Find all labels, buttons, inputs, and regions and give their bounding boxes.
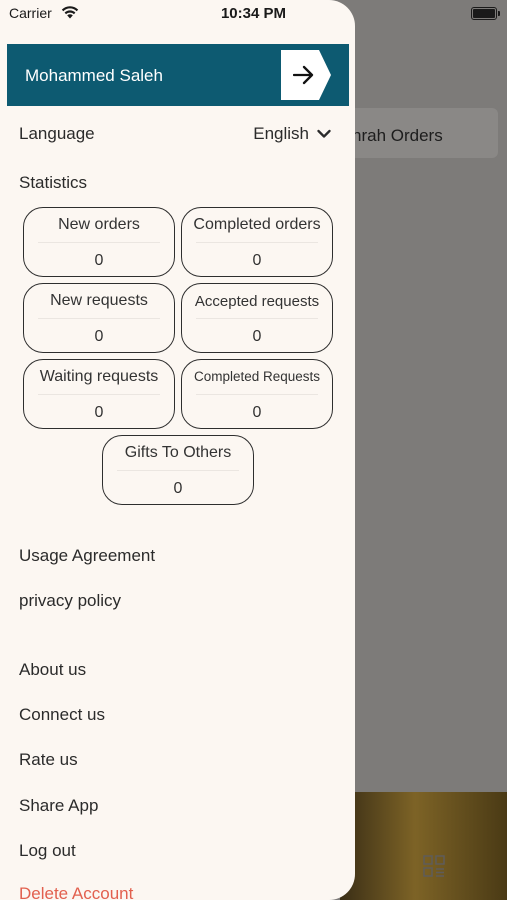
stat-title: Waiting requests [39, 368, 159, 385]
stat-value: 0 [94, 328, 104, 345]
stat-divider [38, 394, 160, 395]
stat-divider [38, 318, 160, 319]
stat-gifts-to-others[interactable]: Gifts To Others 0 [102, 435, 254, 505]
background-footer [340, 792, 507, 900]
clock: 10:34 PM [220, 5, 287, 22]
menu-item-rate-us[interactable]: Rate us [19, 750, 78, 769]
stat-title: New orders [58, 216, 140, 233]
stat-divider [117, 470, 239, 471]
side-drawer: Mohammed Saleh Language English Statisti… [0, 0, 355, 900]
stat-title: Gifts To Others [124, 444, 232, 461]
battery-icon [471, 7, 500, 20]
stat-divider [196, 242, 318, 243]
status-bar: Carrier 10:34 PM [0, 0, 507, 30]
stat-value: 0 [252, 252, 262, 269]
menu-item-privacy-policy[interactable]: privacy policy [19, 591, 122, 610]
stat-new-requests[interactable]: New requests 0 [23, 283, 175, 353]
language-dropdown[interactable]: English [253, 124, 331, 144]
stat-title: Completed Requests [193, 369, 321, 384]
stat-title: Accepted requests [194, 293, 320, 310]
stat-waiting-requests[interactable]: Waiting requests 0 [23, 359, 175, 429]
stat-divider [38, 242, 160, 243]
stat-divider [196, 394, 318, 395]
stat-value: 0 [94, 404, 104, 421]
carrier-label: Carrier [9, 5, 52, 21]
stat-value: 0 [94, 252, 104, 269]
arrow-right-icon [293, 65, 314, 85]
profile-arrow-button[interactable] [281, 50, 331, 100]
menu-item-share-app[interactable]: Share App [19, 796, 99, 815]
stat-title: Completed orders [193, 216, 321, 233]
stat-accepted-requests[interactable]: Accepted requests 0 [181, 283, 333, 353]
stat-divider [196, 318, 318, 319]
statistics-label: Statistics [19, 173, 88, 192]
profile-header[interactable]: Mohammed Saleh [7, 44, 349, 106]
wifi-icon [61, 6, 79, 19]
language-label: Language [19, 124, 95, 143]
stat-new-orders[interactable]: New orders 0 [23, 207, 175, 277]
stat-value: 0 [252, 404, 262, 421]
stat-completed-orders[interactable]: Completed orders 0 [181, 207, 333, 277]
menu-item-delete-account[interactable]: Delete Account [19, 884, 134, 900]
chevron-down-icon [317, 129, 331, 138]
menu-item-about-us[interactable]: About us [19, 660, 87, 679]
user-name: Mohammed Saleh [25, 66, 163, 85]
background-card-label: nrah Orders [352, 126, 443, 145]
language-value: English [253, 124, 309, 143]
stat-title: New requests [50, 292, 148, 309]
grid-icon [423, 855, 445, 877]
stat-value: 0 [173, 480, 183, 497]
stat-value: 0 [252, 328, 262, 345]
menu-item-connect-us[interactable]: Connect us [19, 705, 105, 724]
stat-completed-requests[interactable]: Completed Requests 0 [181, 359, 333, 429]
menu-item-log-out[interactable]: Log out [19, 841, 76, 860]
menu-item-usage-agreement[interactable]: Usage Agreement [19, 546, 156, 565]
